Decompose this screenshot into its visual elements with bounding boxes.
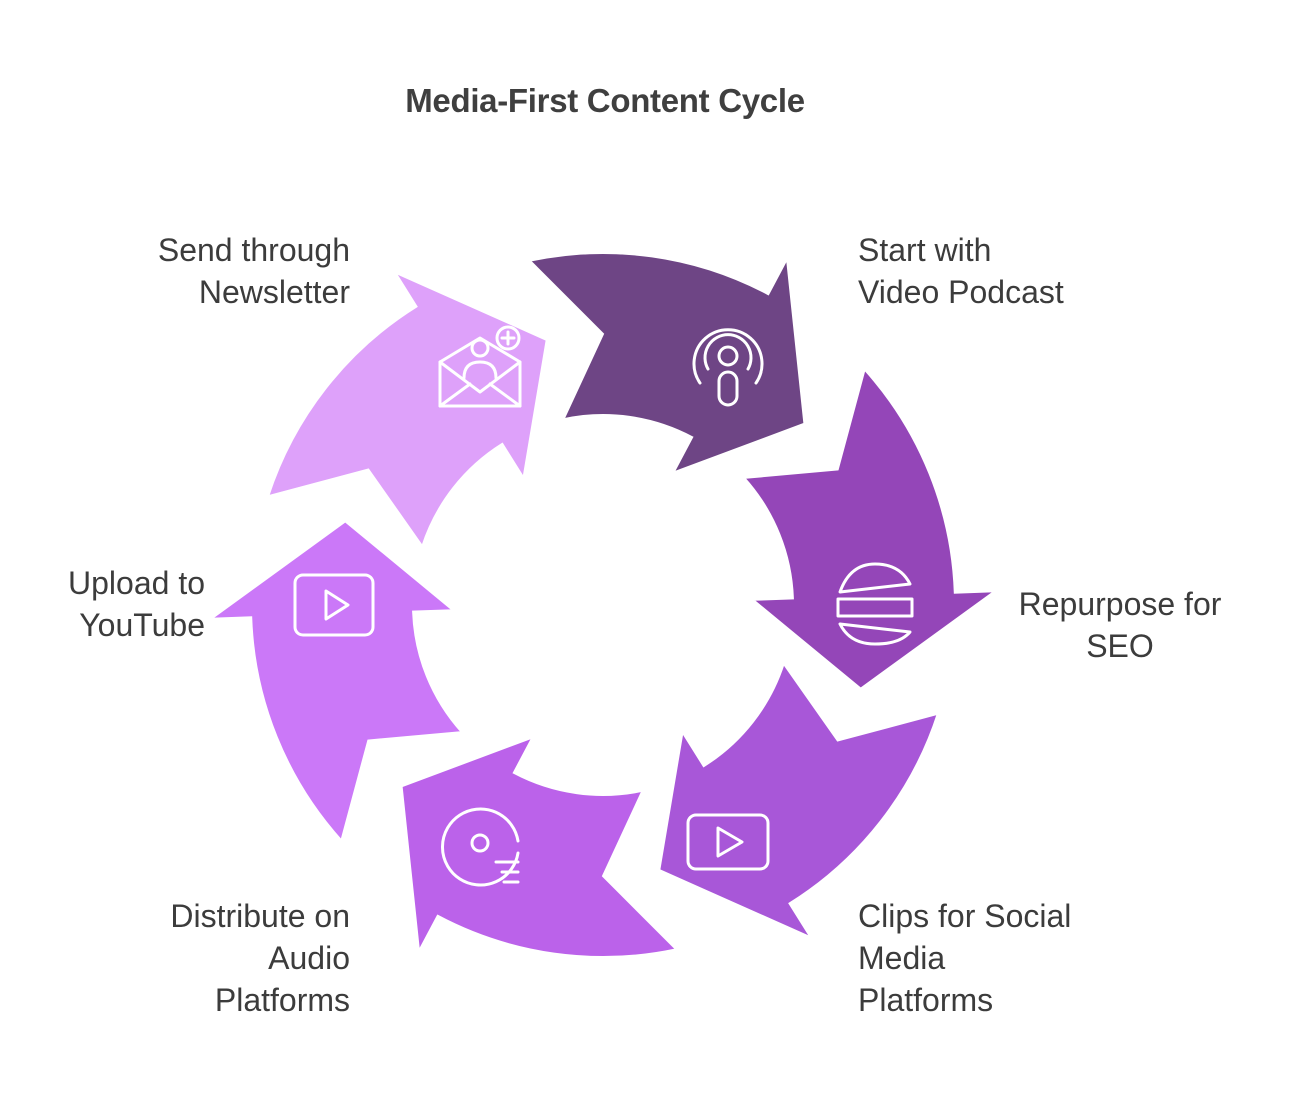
audio-disc-icon	[441, 807, 520, 887]
step-label-youtube: Upload to YouTube	[0, 562, 205, 646]
label-line: Audio	[268, 940, 350, 976]
label-line: Send through	[157, 232, 350, 268]
layers-icon	[836, 562, 914, 646]
play-icon	[686, 813, 770, 871]
label-line: Video Podcast	[858, 274, 1064, 310]
step-label-clips: Clips for Social Media Platforms	[858, 895, 1158, 1021]
cycle-arrow-newsletter	[266, 270, 548, 549]
cycle-arrow-youtube	[207, 520, 464, 843]
step-label-audio: Distribute on Audio Platforms	[50, 895, 350, 1021]
newsletter-icon	[438, 325, 522, 408]
cycle-arrow-start	[527, 252, 806, 475]
label-line: Upload to	[68, 565, 205, 601]
label-line: Newsletter	[198, 274, 350, 310]
label-line: Repurpose for	[1018, 586, 1222, 622]
label-line: Start with	[858, 232, 992, 268]
cycle-arrow-seo	[742, 367, 999, 690]
step-label-start: Start with Video Podcast	[858, 229, 1158, 313]
label-line: Platforms	[214, 982, 350, 1018]
step-label-seo: Repurpose for SEO	[1000, 583, 1240, 667]
step-label-newsletter: Send through Newsletter	[50, 229, 350, 313]
label-line: Distribute on	[170, 898, 350, 934]
label-line: YouTube	[79, 607, 205, 643]
diagram-title: Media-First Content Cycle	[405, 82, 805, 119]
youtube-play-icon	[293, 573, 375, 637]
label-line: Platforms	[858, 982, 994, 1018]
label-line: SEO	[1086, 628, 1154, 664]
label-line: Media	[858, 940, 946, 976]
label-line: Clips for Social	[858, 898, 1072, 934]
podcast-icon	[692, 328, 764, 407]
cycle-arrow-audio	[400, 735, 679, 958]
